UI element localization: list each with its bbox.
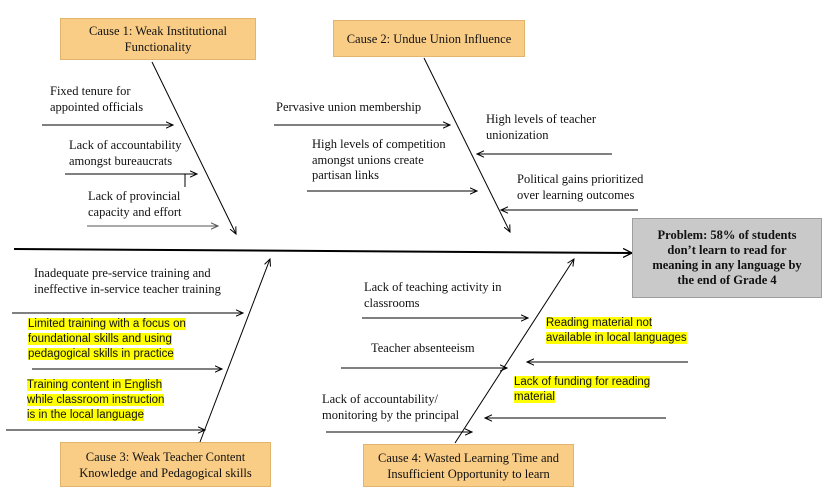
factor-line: appointed officials [50, 99, 144, 114]
factor-line: Political gains prioritized [517, 172, 644, 186]
factor-line: Teacher absenteeism [371, 341, 475, 355]
cause2-factor-label: High levels of competition amongst union… [312, 137, 446, 184]
factor-line: Lack of teaching activity in [364, 280, 502, 294]
cause1-factor-label: Lack of accountability amongst bureaucra… [69, 138, 181, 169]
highlight-line: Reading material not [546, 317, 653, 329]
cause2-factor-label: Pervasive union membership [276, 100, 421, 116]
factor-line: Lack of accountability/ [322, 392, 438, 406]
highlight-line: available in local languages [546, 332, 687, 344]
factor-line: Lack of provincial [88, 189, 181, 203]
cause4-factor-label: Lack of teaching activity in classrooms [364, 280, 501, 311]
cause4-factor-label: Teacher absenteeism [371, 341, 475, 357]
factor-line: Fixed tenure for [50, 84, 131, 98]
highlight-line: pedagogical skills in practice [28, 348, 174, 360]
highlight-line: Training content in English [27, 379, 163, 391]
cause2-title-line: Cause 2: Undue Union Influence [346, 31, 512, 46]
cause4-title-line: Cause 4: Wasted Learning Time and [377, 450, 560, 465]
factor-line: monitoring by the principal [322, 407, 460, 422]
cause1-box: Cause 1: Weak Institutional Functionalit… [60, 18, 256, 60]
factor-line: High levels of competition [312, 137, 446, 151]
problem-line: Problem: 58% of students [657, 228, 797, 242]
highlight-line: material [514, 391, 555, 403]
cause3-highlighted-factor: Training content in English while classr… [27, 378, 165, 423]
cause3-factor-label: Inadequate pre-service training and inef… [34, 266, 221, 297]
factor-line: Lack of accountability [69, 138, 182, 152]
cause3-bone [199, 259, 270, 443]
cause3-highlighted-factor: Limited training with a focus on foundat… [28, 317, 186, 362]
cause1-title-line: Cause 1: Weak Institutional [89, 24, 227, 38]
factor-line: Pervasive union membership [276, 100, 422, 114]
cause1-factor-label: Fixed tenure for appointed officials [50, 84, 143, 115]
cause4-bone [454, 259, 574, 444]
highlight-line: is in the local language [27, 409, 144, 421]
factor-line: unionization [486, 127, 549, 142]
cause4-box: Cause 4: Wasted Learning Time and Insuff… [363, 444, 574, 487]
cause2-box: Cause 2: Undue Union Influence [333, 20, 525, 57]
cause1-title-line: Functionality [124, 40, 192, 54]
cause3-title-line: Knowledge and Pedagogical skills [79, 465, 252, 480]
cause4-highlighted-factor: Reading material not available in local … [546, 316, 687, 346]
cause4-highlighted-factor: Lack of funding for reading material [514, 375, 651, 405]
factor-line: classrooms [364, 295, 420, 310]
highlight-line: Lack of funding for reading [514, 376, 651, 388]
problem-line: meaning in any language by [652, 258, 802, 272]
factor-line: amongst bureaucrats [69, 153, 173, 168]
factor-line: ineffective in-service teacher training [34, 281, 221, 296]
cause2-bone [423, 57, 510, 232]
factor-line: amongst unions create [312, 152, 424, 167]
problem-line: don’t learn to read for [667, 243, 787, 257]
highlight-line: foundational skills and using [28, 333, 172, 345]
cause2-factor-label: Political gains prioritized over learnin… [517, 172, 643, 203]
problem-box: Problem: 58% of students don’t learn to … [632, 218, 822, 298]
main-spine [13, 249, 632, 253]
cause2-factor-label: High levels of teacher unionization [486, 112, 596, 143]
factor-line: Inadequate pre-service training and [34, 266, 211, 280]
cause4-factor-label: Lack of accountability/ monitoring by th… [322, 392, 459, 423]
factor-line: over learning outcomes [517, 187, 635, 202]
cause4-title-line: Insufficient Opportunity to learn [387, 466, 550, 481]
factor-line: partisan links [312, 168, 380, 182]
highlight-line: Limited training with a focus on [28, 318, 186, 330]
cause3-box: Cause 3: Weak Teacher Content Knowledge … [60, 442, 271, 487]
problem-line: the end of Grade 4 [677, 273, 777, 287]
highlight-line: while classroom instruction [27, 394, 165, 406]
cause3-title-line: Cause 3: Weak Teacher Content [85, 449, 246, 464]
factor-line: capacity and effort [88, 204, 182, 219]
cause1-bone [151, 61, 236, 234]
cause1-factor-label: Lack of provincial capacity and effort [88, 189, 181, 220]
factor-line: High levels of teacher [486, 112, 597, 126]
